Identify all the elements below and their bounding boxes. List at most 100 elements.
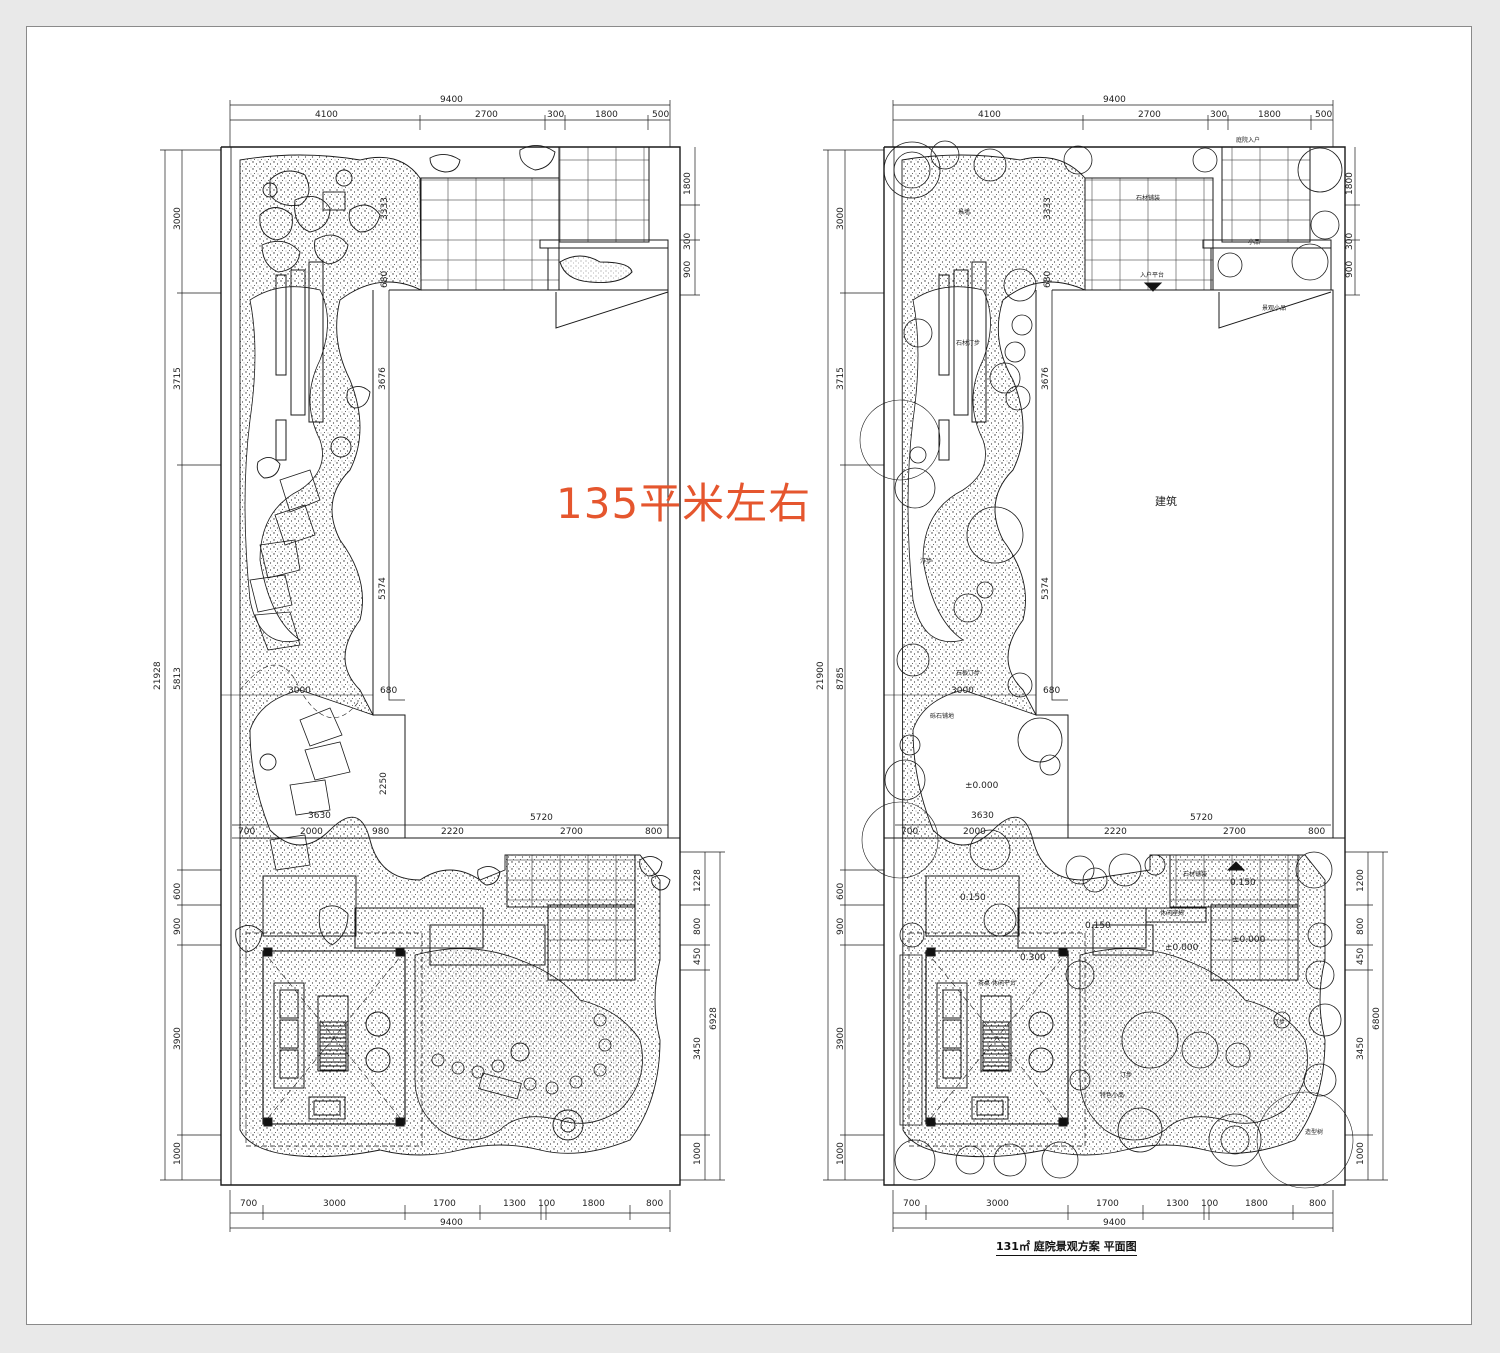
dim-text: 1300	[503, 1199, 526, 1209]
dim-text: 3000	[173, 207, 183, 230]
dim-text: 4100	[978, 110, 1001, 120]
dim-text: 4100	[315, 110, 338, 120]
dim-text: 9400	[1103, 1218, 1126, 1228]
dim-text: 1228	[693, 869, 703, 892]
dim-text: 300	[683, 233, 693, 250]
dim-text: 700	[240, 1199, 257, 1209]
dim-text: 3450	[1356, 1037, 1366, 1060]
dim-text: 9400	[1103, 95, 1126, 105]
dim-text: 1300	[1166, 1199, 1189, 1209]
annotation-label: 石材铺装	[1183, 870, 1207, 878]
dim-text: 900	[683, 261, 693, 278]
dim-text: 800	[1308, 827, 1325, 837]
dim-text: 500	[652, 110, 669, 120]
left-sofa	[273, 982, 305, 1089]
dim-text: 800	[1309, 1199, 1326, 1209]
dim-text: 3676	[1041, 367, 1051, 390]
dim-text: 5720	[1190, 813, 1213, 823]
dim-text: 800	[646, 1199, 663, 1209]
right-pavilion	[925, 950, 1069, 1125]
left-top-total-dim: 9400	[440, 95, 463, 105]
area-caption: 135平米左右	[556, 479, 812, 528]
dim-text: 3000	[288, 686, 311, 696]
dim-text: 3450	[693, 1037, 703, 1060]
dim-text: 1000	[836, 1142, 846, 1165]
annotation-label: 茶桌 休闲平台	[978, 979, 1016, 987]
annotation-label: 庭院入户	[1236, 136, 1260, 144]
dim-text: 900	[173, 918, 183, 935]
dim-text: 3630	[308, 811, 331, 821]
right-planting-symbols	[859, 140, 1354, 1189]
dim-text: 3630	[971, 811, 994, 821]
dim-text: 5374	[1041, 577, 1051, 600]
dim-text: 2000	[963, 827, 986, 837]
dim-text: 5813	[173, 667, 183, 690]
dim-text: 8785	[836, 667, 846, 690]
level-label: 0.150	[1230, 878, 1256, 888]
dim-text: 1700	[433, 1199, 456, 1209]
annotation-label: 特色小品	[1100, 1091, 1124, 1099]
dim-text: 6928	[709, 1007, 719, 1030]
dim-text: 1000	[1356, 1142, 1366, 1165]
dim-text: 1800	[582, 1199, 605, 1209]
dim-text: 1700	[1096, 1199, 1119, 1209]
left-pebble-garden	[414, 948, 643, 1141]
right-sofa	[936, 982, 968, 1089]
dim-text: 5720	[530, 813, 553, 823]
dim-text: 680	[1043, 686, 1060, 696]
dim-text: 6800	[1372, 1007, 1382, 1030]
annotation-label: 汀步	[920, 557, 932, 565]
building-label: 建筑	[1155, 494, 1177, 508]
annotation-label: 石材铺装	[1136, 194, 1160, 202]
dim-text: 3715	[173, 367, 183, 390]
annotation-label: 石板汀步	[956, 669, 980, 677]
left-dim-text: 9400 4100 2700 300 1800 500 21928 3000 3…	[153, 95, 719, 1228]
dim-text: 800	[693, 918, 703, 935]
dim-text: 800	[1356, 918, 1366, 935]
dim-text: 21928	[153, 661, 163, 690]
dim-text: 3676	[378, 367, 388, 390]
dim-text: 2700	[475, 110, 498, 120]
dim-text: 1000	[693, 1142, 703, 1165]
right-site-outline	[883, 146, 1346, 1186]
level-label: 0.150	[960, 893, 986, 903]
right-dim-text: 9400 4100 2700 300 1800 500 21900 3000 3…	[816, 95, 1382, 1228]
dim-text: 2700	[1138, 110, 1161, 120]
dim-text: 2000	[300, 827, 323, 837]
annotation-label: 石材汀步	[956, 339, 980, 347]
dim-text: 700	[901, 827, 918, 837]
dim-text: 1000	[173, 1142, 183, 1165]
level-label: ±0.000	[965, 781, 999, 791]
dim-text: 1800	[595, 110, 618, 120]
left-deck	[262, 875, 357, 937]
dim-text: 2700	[560, 827, 583, 837]
level-label: 0.150	[1085, 921, 1111, 931]
dim-text: 1800	[1245, 1199, 1268, 1209]
dim-text: 500	[1315, 110, 1332, 120]
annotation-label: 入户平台	[1140, 271, 1164, 279]
dim-text: 680	[380, 686, 397, 696]
dim-text: 2250	[379, 772, 389, 795]
left-plan	[220, 145, 681, 1186]
annotation-label: 汀步	[1120, 1071, 1132, 1079]
right-tea-table	[980, 995, 1012, 1072]
dim-text: 600	[173, 883, 183, 900]
dim-text: 3333	[380, 197, 390, 220]
dim-text: 450	[1356, 948, 1366, 965]
right-plan	[859, 140, 1354, 1189]
dim-text: 9400	[440, 1218, 463, 1228]
dim-text: 3715	[836, 367, 846, 390]
dim-text: 3900	[836, 1027, 846, 1050]
level-label: ±0.000	[1165, 943, 1199, 953]
dim-text: 600	[836, 883, 846, 900]
dim-text: 3000	[986, 1199, 1009, 1209]
left-lower-steps	[506, 854, 636, 908]
dim-text: 700	[903, 1199, 920, 1209]
right-building-edge	[1052, 289, 1334, 838]
dim-text: 3000	[323, 1199, 346, 1209]
dim-text: 2220	[441, 827, 464, 837]
left-tea-table	[317, 995, 349, 1072]
dim-text: 1800	[1258, 110, 1281, 120]
dim-text: 3333	[1043, 197, 1053, 220]
